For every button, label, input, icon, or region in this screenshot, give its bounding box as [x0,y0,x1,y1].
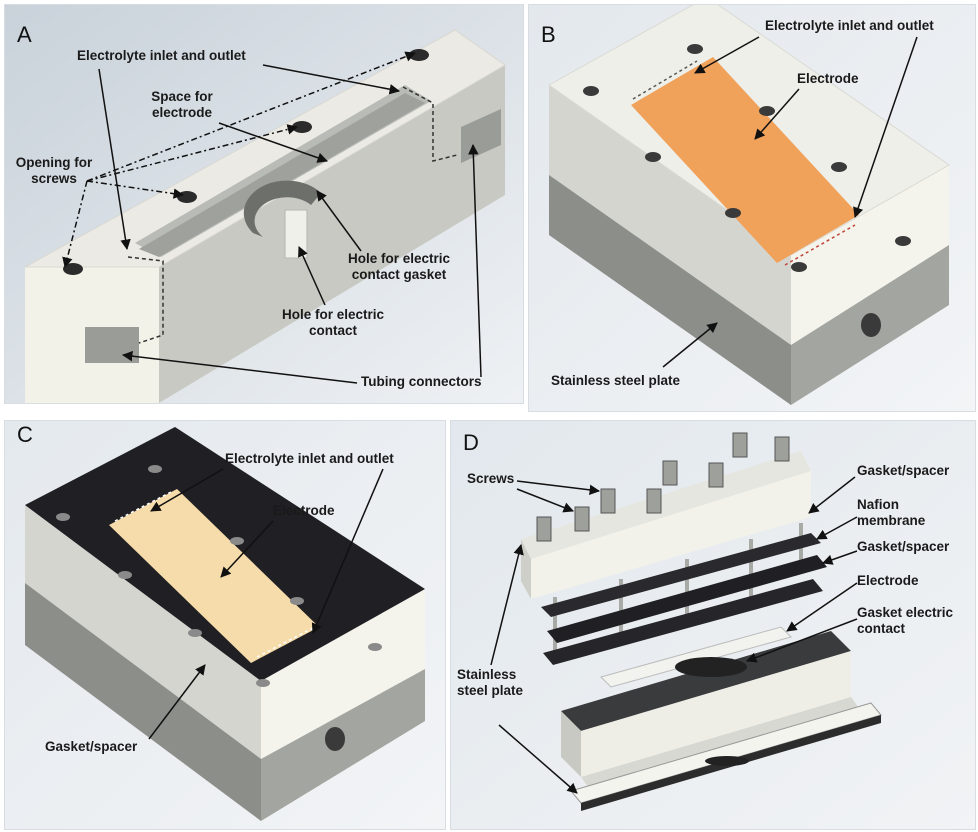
electrode-strip [600,626,792,688]
panel-c-illustration [5,421,445,829]
screw-hole [409,49,429,61]
label-gasket-spacer: Gasket/spacer [45,739,138,754]
panel-a: A Electrolyte inlet and outlet Space for… [4,4,524,404]
panel-d-illustration [451,421,975,829]
panel-b: B Electrolyte inlet and outlet Electrode… [528,4,976,412]
screw-hole [177,191,197,203]
block-front [261,589,425,759]
bottom-block-top [561,631,851,731]
screw-hole [56,513,70,521]
label-electrode: Electrode [797,71,859,86]
screw-hole [368,643,382,651]
contact-hole [284,209,308,259]
label-electrode: Electrode [273,503,335,518]
label-hole-electric-contact-gasket: Hole for electric contact gasket [347,251,451,282]
label-space-for-electrode: Space for electrode [151,89,213,120]
panel-a-letter: A [17,22,32,47]
gasket-spacer-mid [547,555,827,643]
gasket-spacer-low [543,579,823,665]
panel-a-illustration [5,5,523,403]
label-tubing-connectors: Tubing connectors [361,374,482,389]
screw-hole [118,571,132,579]
panel-d-letter: D [463,430,479,455]
panel-c-letter: C [17,422,33,447]
electrode-beige [109,489,319,663]
steel-plate-side [549,165,791,405]
screw-hole [791,262,807,272]
electrode-orange [631,57,859,263]
screw-hole [895,236,911,246]
screw-hole [645,152,661,162]
contact-gasket-hole [243,180,321,237]
top-block-top [521,451,811,559]
label-nafion-membrane: Nafion membrane [857,497,926,528]
inlet-port [861,313,881,337]
screw-hole [583,86,599,96]
panel-b-illustration [529,5,975,411]
screw-hole [687,44,703,54]
panel-d: D Screws Gasket/spacer Nafion membrane G… [450,420,976,830]
block-side [25,505,261,759]
screw-hole [256,679,270,687]
panel-b-letter: B [541,22,556,47]
label-stainless-steel-plate: Stainless steel plate [457,667,524,698]
panel-c: C Electrolyte inlet and outlet Electrode… [4,420,446,830]
bottom-block-front [581,651,851,777]
label-gasket-spacer-top: Gasket/spacer [857,463,950,478]
label-stainless-steel-plate: Stainless steel plate [551,373,681,388]
block-front [791,165,949,345]
cell-body-block [24,29,506,403]
screw-hole [148,465,162,473]
screw-hole [759,106,775,116]
screw-hole [831,162,847,172]
nafion-membrane [541,533,821,617]
screw-hole [290,597,304,605]
inlet-port [325,727,345,751]
screw-hole [188,629,202,637]
label-electrode: Electrode [857,573,919,588]
label-gasket-electric-contact: Gasket electric contact [857,605,954,636]
label-gasket-spacer-mid: Gasket/spacer [857,539,950,554]
steel-plate-side [25,571,261,821]
tubing-connector-left [85,327,139,363]
label-electrolyte-inlet-outlet: Electrolyte inlet and outlet [77,48,246,63]
screw-hole [230,537,244,545]
label-opening-for-screws: Opening for screws [15,155,93,186]
label-electrolyte-inlet-outlet: Electrolyte inlet and outlet [765,18,934,33]
block-side [549,85,791,345]
screws [536,432,790,542]
gasket-electric-contact [675,657,747,677]
screw-hole [725,208,741,218]
label-hole-electric-contact: Hole for electric contact [281,307,385,338]
label-screws: Screws [467,471,515,486]
label-electrolyte-inlet-outlet: Electrolyte inlet and outlet [225,451,394,466]
top-block-front [531,471,811,599]
